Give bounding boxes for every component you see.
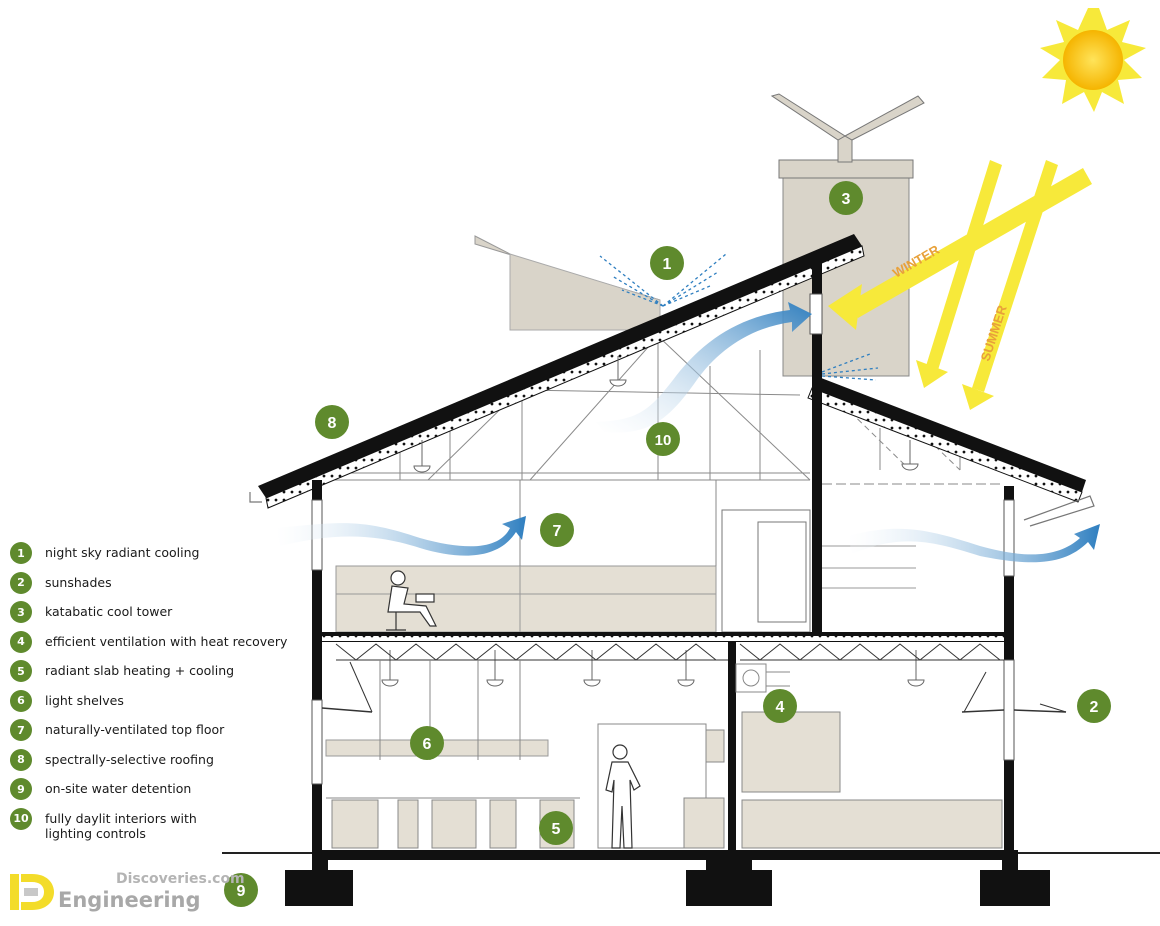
legend-number: 5 xyxy=(10,660,32,682)
summer-label: SUMMER xyxy=(978,303,1010,363)
floor-trusses xyxy=(335,643,1004,661)
legend-label: fully daylit interiors with lighting con… xyxy=(45,810,197,841)
legend-label: naturally-ventilated top floor xyxy=(45,722,225,737)
marker-6: 6 xyxy=(410,726,444,760)
logo-icon xyxy=(10,874,54,910)
legend-item: 10 fully daylit interiors with lighting … xyxy=(10,806,295,846)
legend-item: 6 light shelves xyxy=(10,688,295,718)
marker-5: 5 xyxy=(539,811,573,845)
legend-number: 6 xyxy=(10,689,32,712)
marker-9: 9 xyxy=(224,873,258,907)
roof xyxy=(258,234,1086,509)
svg-text:8: 8 xyxy=(328,415,337,432)
legend-label: spectrally-selective roofing xyxy=(45,751,214,767)
legend-number: 10 xyxy=(10,807,32,830)
legend-label: radiant slab heating + cooling xyxy=(45,663,235,678)
sun-icon xyxy=(1040,8,1146,112)
legend-item: 1 night sky radiant cooling xyxy=(10,540,295,570)
watermark-site: Discoveries.com xyxy=(116,871,245,887)
legend-number: 2 xyxy=(10,571,32,594)
svg-text:4: 4 xyxy=(776,699,785,716)
marker-7: 7 xyxy=(540,513,574,547)
airflow-arrows xyxy=(276,302,1100,563)
standing-person-icon xyxy=(605,744,641,849)
interior-mullions xyxy=(379,480,717,760)
cool-tower xyxy=(770,93,925,377)
night-sky-radiation-rays xyxy=(599,253,879,381)
legend-item: 9 on-site water detention xyxy=(10,776,295,806)
foundations xyxy=(285,858,1050,906)
legend-number: 9 xyxy=(10,778,32,800)
legend-number: 8 xyxy=(10,748,32,771)
marker-2: 2 xyxy=(1077,689,1111,723)
legend-label: light shelves xyxy=(45,692,124,708)
svg-text:6: 6 xyxy=(423,736,432,753)
legend-item: 7 naturally-ventilated top floor xyxy=(10,717,295,747)
svg-text:3: 3 xyxy=(842,191,851,208)
svg-text:1: 1 xyxy=(663,256,672,273)
floor-insulation xyxy=(322,636,1004,641)
lower-floor-furniture xyxy=(326,663,1003,849)
watermark-logo: Discoveries.com Engineering xyxy=(8,866,248,918)
svg-text:2: 2 xyxy=(1090,699,1099,716)
marker-10: 10 xyxy=(646,422,680,456)
svg-text:10: 10 xyxy=(655,432,672,449)
legend-item: 2 sunshades xyxy=(10,570,295,600)
legend-label: night sky radiant cooling xyxy=(45,545,200,560)
seated-person-icon xyxy=(386,570,437,631)
legend-number: 7 xyxy=(10,719,32,741)
legend-number: 4 xyxy=(10,630,32,653)
svg-text:7: 7 xyxy=(553,523,562,540)
legend-label: on-site water detention xyxy=(45,781,192,796)
marker-4: 4 xyxy=(763,689,797,723)
sun-rays xyxy=(828,160,1092,410)
legend-number: 3 xyxy=(10,601,32,623)
pendant-lights xyxy=(381,356,925,687)
legend-label: sunshades xyxy=(45,574,112,590)
marker-1: 1 xyxy=(650,246,684,280)
legend-label: katabatic cool tower xyxy=(45,604,173,619)
legend-number: 1 xyxy=(10,542,32,564)
svg-text:5: 5 xyxy=(552,821,561,838)
legend-item: 3 katabatic cool tower xyxy=(10,599,295,629)
marker-8: 8 xyxy=(315,405,349,439)
legend-item: 5 radiant slab heating + cooling xyxy=(10,658,295,688)
legend-item: 4 efficient ventilation with heat recove… xyxy=(10,629,295,659)
marker-3: 3 xyxy=(829,181,863,215)
legend-item: 8 spectrally-selective roofing xyxy=(10,747,295,777)
legend: 1 night sky radiant cooling 2 sunshades … xyxy=(10,540,295,846)
legend-label: efficient ventilation with heat recovery xyxy=(45,633,288,649)
watermark-name: Engineering xyxy=(58,888,201,912)
svg-text:9: 9 xyxy=(237,883,246,900)
gutters xyxy=(249,492,1095,527)
